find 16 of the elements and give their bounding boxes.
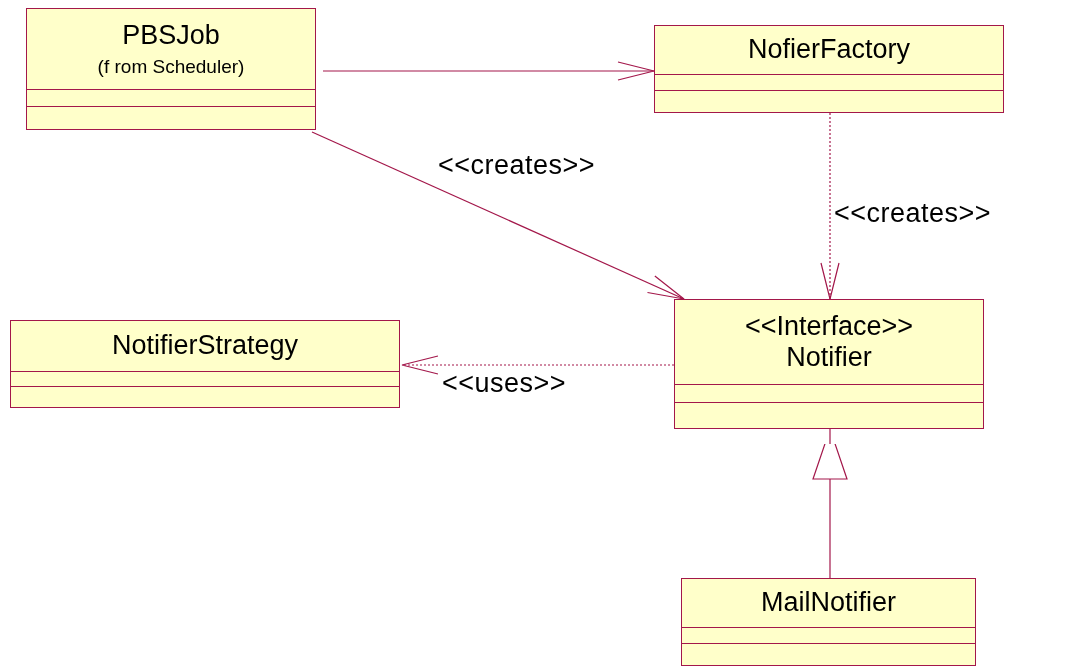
- association-arrow: [311, 131, 685, 300]
- class-name: PBSJob: [122, 20, 220, 52]
- association-arrow: [322, 61, 655, 81]
- class-name: NofierFactory: [747, 34, 910, 66]
- generalization-arrow: [812, 428, 848, 579]
- class-box: [654, 25, 1004, 113]
- class-name: <<Interface>> Notifier: [743, 310, 915, 374]
- package-note: (f rom Scheduler): [97, 55, 245, 78]
- class-box: [674, 299, 984, 429]
- class-box: [26, 8, 316, 130]
- class-name: NotifierStrategy: [111, 330, 299, 362]
- dependency-arrow: [401, 355, 675, 375]
- class-box: [10, 320, 400, 408]
- class-name: MailNotifier: [761, 587, 896, 619]
- dependency-arrow: [820, 112, 840, 300]
- class-box: [681, 578, 976, 666]
